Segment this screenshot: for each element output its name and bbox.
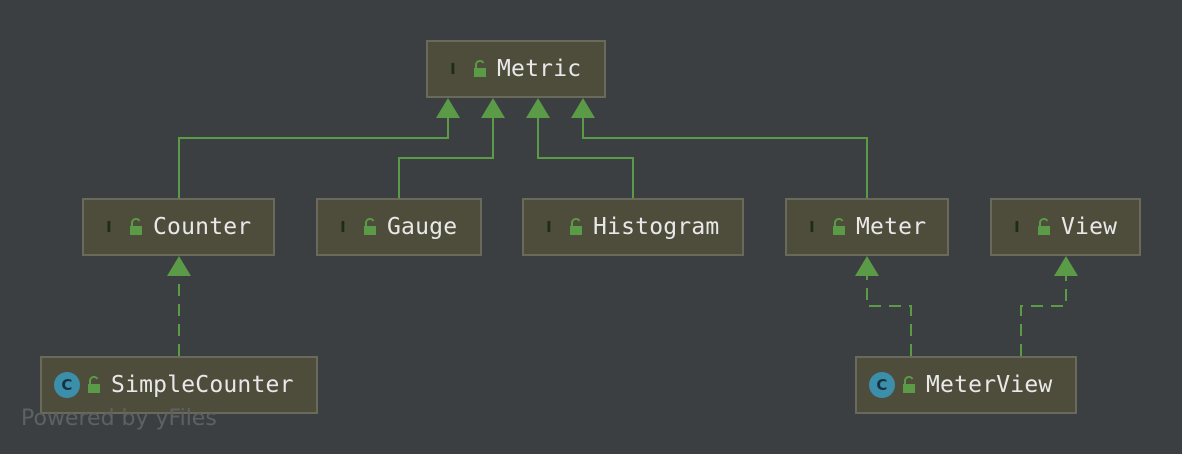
interface-icon: I [546,218,552,236]
node-label: SimpleCounter [111,372,294,398]
node-label: Meter [856,214,927,240]
node-label: View [1061,214,1118,240]
node-label: Metric [497,56,582,82]
edge-gauge-metric [398,118,494,198]
node-simplecounter[interactable]: C SimpleCounter [40,356,318,414]
unlock-icon [474,60,486,77]
unlock-icon [903,376,915,393]
edge-histogram-metric-arrowhead [526,98,550,118]
class-icon: C [54,372,80,398]
edge-meterview-view [1020,276,1067,356]
node-meter[interactable]: I Meter [785,198,949,256]
unlock-icon [570,218,582,235]
interface-icon: I [106,218,112,236]
unlock-icon [833,218,845,235]
edge-histogram-metric [537,118,634,198]
edge-meterview-view-arrowhead [1054,256,1078,276]
edge-meterview-meter [866,276,912,356]
unlock-icon [1038,218,1050,235]
node-label: Gauge [387,214,458,240]
interface-icon: I [1014,218,1020,236]
node-meterview[interactable]: C MeterView [855,356,1077,414]
edge-counter-metric [178,118,449,198]
node-label: Histogram [593,214,720,240]
node-counter[interactable]: I Counter [82,198,275,256]
interface-icon: I [450,60,456,78]
edge-gauge-metric-arrowhead [481,98,505,118]
node-metric[interactable]: I Metric [426,40,606,98]
edge-meter-metric-arrowhead [571,98,595,118]
edge-simplecounter-counter-arrowhead [167,256,191,276]
interface-icon: I [340,218,346,236]
node-gauge[interactable]: I Gauge [316,198,482,256]
unlock-icon [364,218,376,235]
unlock-icon [130,218,142,235]
edge-meter-metric [582,118,868,198]
edge-counter-metric-arrowhead [436,98,460,118]
edge-meterview-meter-arrowhead [855,256,879,276]
watermark: Powered by yFiles [21,406,217,431]
interface-icon: I [809,218,815,236]
node-view[interactable]: I View [990,198,1141,256]
node-histogram[interactable]: I Histogram [522,198,744,256]
class-icon: C [869,372,895,398]
node-label: MeterView [926,372,1053,398]
node-label: Counter [153,214,252,240]
unlock-icon [88,376,100,393]
